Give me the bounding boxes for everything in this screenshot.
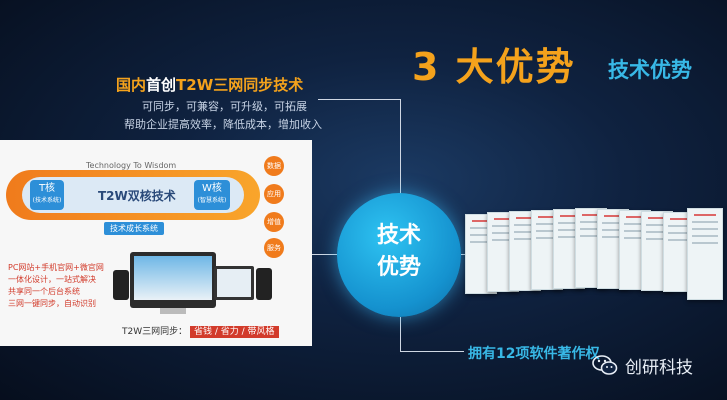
certificate	[687, 208, 723, 300]
desktop-mockup	[130, 252, 216, 308]
certificate-stack	[465, 208, 723, 304]
tech-headline: 国内首创T2W三网同步技术	[116, 74, 303, 95]
desktop-stand	[160, 308, 186, 314]
w-core-pill: W核 (智慧系统)	[194, 180, 230, 210]
phone-mockup-2	[256, 268, 272, 300]
main-heading: 3 大优势	[412, 45, 576, 89]
tech-advantage-circle	[337, 193, 461, 317]
dual-core-title: T2W双核技术	[98, 189, 176, 203]
desktop-screen	[134, 256, 212, 300]
bullet-4: 三网一键同步，自动识别	[8, 299, 96, 308]
w-core-label: W核	[202, 183, 222, 194]
bullet-1: PC网站+手机官网+微官网	[8, 263, 104, 272]
tech-line-1: 可同步，可兼容，可升级，可拓展	[142, 100, 307, 113]
node-service: 服务	[264, 238, 284, 258]
wechat-icon	[592, 355, 618, 375]
circle-line-1: 技术	[376, 223, 421, 248]
sub-heading: 技术优势	[608, 58, 692, 82]
headline-post: T2W三网同步技术	[176, 76, 304, 94]
circle-line-2: 优势	[376, 255, 421, 280]
bullet-3: 共享同一个后台系统	[8, 287, 80, 296]
node-value: 增值	[264, 212, 284, 232]
t-core-pill: T核 (技术系统)	[30, 180, 64, 210]
connector-bottom-v	[400, 317, 401, 351]
diagram-bottom-label: 技术成长系统	[104, 222, 164, 235]
node-data: 数据	[264, 156, 284, 176]
connector-left	[312, 254, 337, 255]
node-app: 应用	[264, 184, 284, 204]
laptop-screen	[217, 269, 251, 297]
w-core-sub: (智慧系统)	[197, 197, 227, 204]
circle-label: 技术 优势	[337, 220, 461, 284]
connector-bottom-h	[400, 351, 464, 352]
headline-pre: 国内	[116, 76, 147, 94]
tech-line-2: 帮助企业提高效率，降低成本，增加收入	[124, 118, 322, 131]
headline-highlight: 首创	[146, 76, 177, 94]
connector-top-h	[318, 99, 401, 100]
laptop-mockup	[214, 266, 254, 300]
diagram-footer-items: 省钱 / 省力 / 带风格	[190, 326, 279, 338]
diagram-footer-label: T2W三网同步：	[122, 327, 188, 337]
copyright-count: 拥有12项软件著作权	[468, 346, 600, 362]
connector-top-v	[400, 99, 401, 195]
t-core-sub: (技术系统)	[32, 197, 62, 204]
brand-name: 创研科技	[625, 358, 693, 378]
diagram-top-label: Technology To Wisdom	[86, 161, 177, 170]
bullet-2: 一体化设计，一站式解决	[8, 275, 96, 284]
phone-mockup-1	[113, 270, 129, 300]
t-core-label: T核	[38, 183, 56, 194]
diagram-footer: T2W三网同步： 省钱 / 省力 / 带风格	[122, 324, 279, 338]
